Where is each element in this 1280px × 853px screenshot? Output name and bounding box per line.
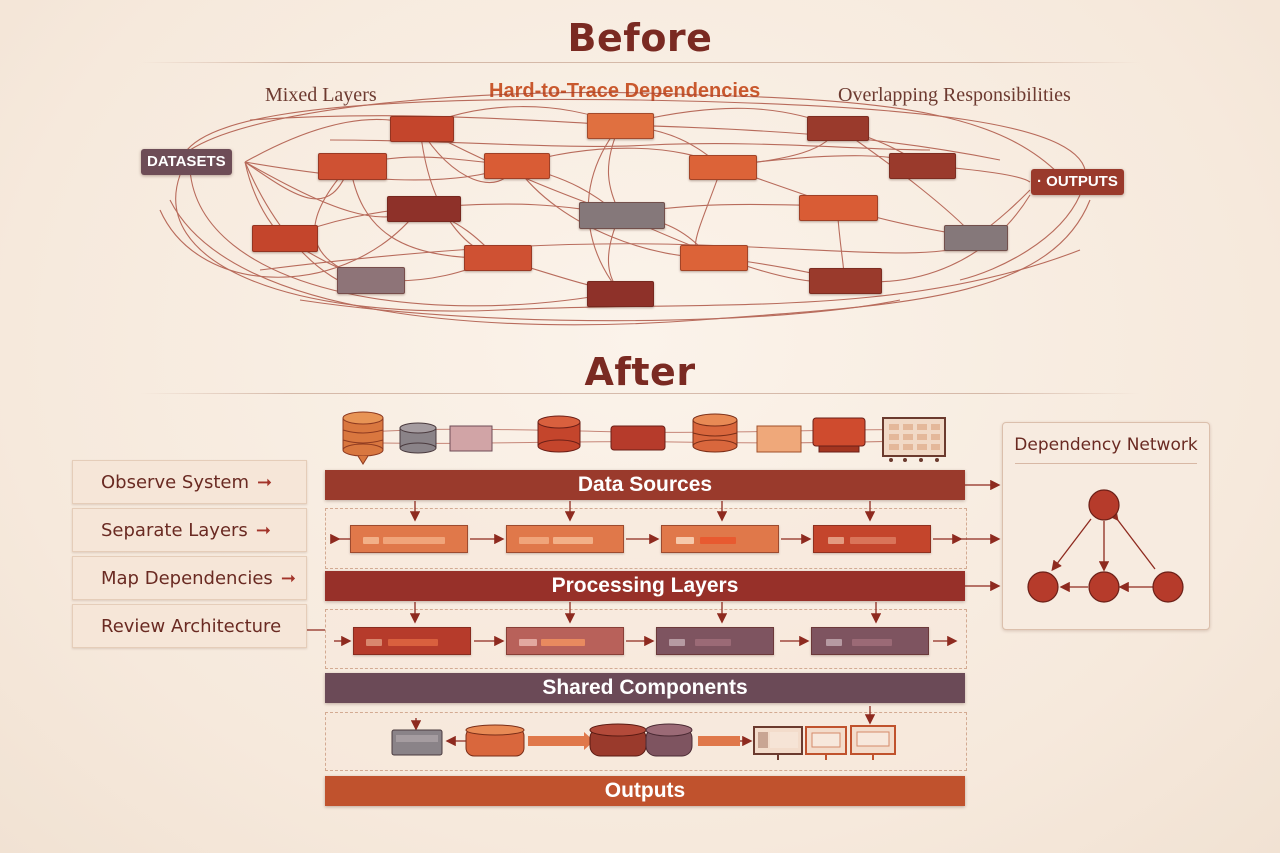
tangled-node [337,267,405,294]
processing-module [350,525,468,553]
storage-icon [610,425,666,451]
storage-icon [756,425,802,453]
arrow-right-icon: ➞ [255,520,271,541]
band-outputs: Outputs [325,776,965,806]
processing-module [506,627,624,655]
after-title: After [584,350,696,394]
before-divider [140,62,1140,63]
tangled-node [318,153,387,180]
tangled-node [889,153,956,179]
caption-overlapping: Overlapping Responsibilities [838,84,1071,106]
step-map-dependencies: Map Dependencies ➞ [72,556,307,600]
network-node-circles [1027,489,1184,603]
database-icon [537,415,581,453]
dependency-network-divider [1015,463,1197,464]
tangled-node [944,225,1008,251]
before-title: Before [567,16,713,60]
step-separate-layers: Separate Layers ➞ [72,508,307,552]
tangled-node [579,202,665,229]
server-icon [812,417,866,453]
tangled-node [809,268,882,294]
data-source-icons [342,411,946,465]
processing-module [656,627,774,655]
datasets-label: DATASETS [141,149,232,175]
outputs-label: · OUTPUTS [1031,169,1124,195]
band-data-sources: Data Sources [325,470,965,500]
arrow-right-icon: ➞ [280,568,296,589]
step-label: Observe System [101,472,250,493]
grid-panel-icon [882,417,946,462]
database-icon [399,422,437,454]
step-label: Map Dependencies [101,568,273,589]
processing-module [353,627,471,655]
tangled-node [587,281,654,307]
processing-module [506,525,624,553]
step-observe-system: Observe System ➞ [72,460,307,504]
step-label: Separate Layers [101,520,248,541]
tangled-node [387,196,461,222]
processing-module [811,627,929,655]
storage-icon [449,425,493,452]
processing-module [813,525,931,553]
step-review-architecture: Review Architecture [72,604,307,648]
tangled-node [807,116,869,141]
dependency-network-panel: Dependency Network [1002,422,1210,630]
tangled-node [587,113,654,139]
band-shared-components: Shared Components [325,673,965,703]
after-divider [140,393,1140,394]
dependency-graph [1027,489,1184,603]
caption-mixed-layers: Mixed Layers [265,84,377,106]
tangled-node [799,195,878,221]
output-row-icons [391,723,896,760]
database-icon [692,413,738,453]
step-label: Review Architecture [101,616,282,637]
tangled-node [689,155,757,180]
processing-module [661,525,779,553]
tangled-node [464,245,532,271]
database-icon [342,411,384,465]
dependency-network-title: Dependency Network [1014,435,1198,455]
tangled-node [484,153,550,179]
arrow-right-icon: ➞ [257,472,273,493]
tangled-node [680,245,748,271]
tangled-node [252,225,318,252]
band-processing-layers: Processing Layers [325,571,965,601]
tangled-node [390,116,454,142]
caption-hard-to-trace: Hard-to-Trace Dependencies [489,80,761,102]
